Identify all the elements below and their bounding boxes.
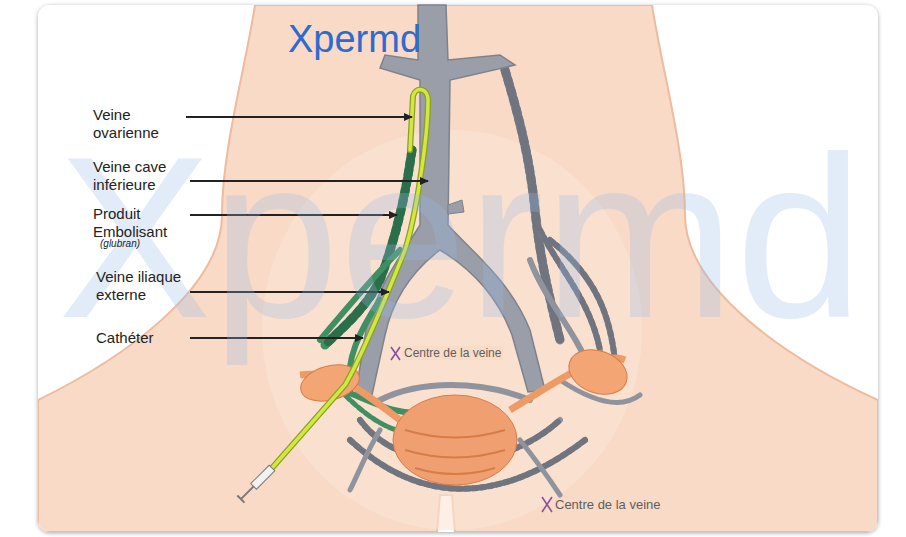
logo-text: Xpermd — [288, 16, 421, 62]
x-mark — [391, 347, 552, 512]
watermark: Xpermd — [58, 100, 863, 376]
note-label: (glubran) — [100, 238, 140, 250]
part-label: Veine ovarienne — [93, 106, 183, 142]
part-label: Produit Embolisant — [93, 205, 188, 241]
catheter-outline — [272, 90, 428, 468]
card — [38, 5, 878, 532]
belly-highlight — [262, 130, 642, 530]
vein-branch — [448, 200, 464, 214]
catheter — [272, 90, 428, 468]
part-label: Cathéter — [96, 329, 154, 347]
part-label: Veine cave inférieure — [93, 158, 188, 194]
vena-cava — [356, 5, 545, 395]
leader-lines — [186, 117, 428, 338]
body-silhouette — [38, 5, 878, 532]
syringe — [237, 464, 275, 502]
part-label: Veine iliaque externe — [96, 268, 196, 304]
uterus — [297, 342, 634, 485]
brand-note: Centre de la veine — [555, 497, 661, 513]
brand-note: Centre de la veine — [402, 346, 503, 360]
